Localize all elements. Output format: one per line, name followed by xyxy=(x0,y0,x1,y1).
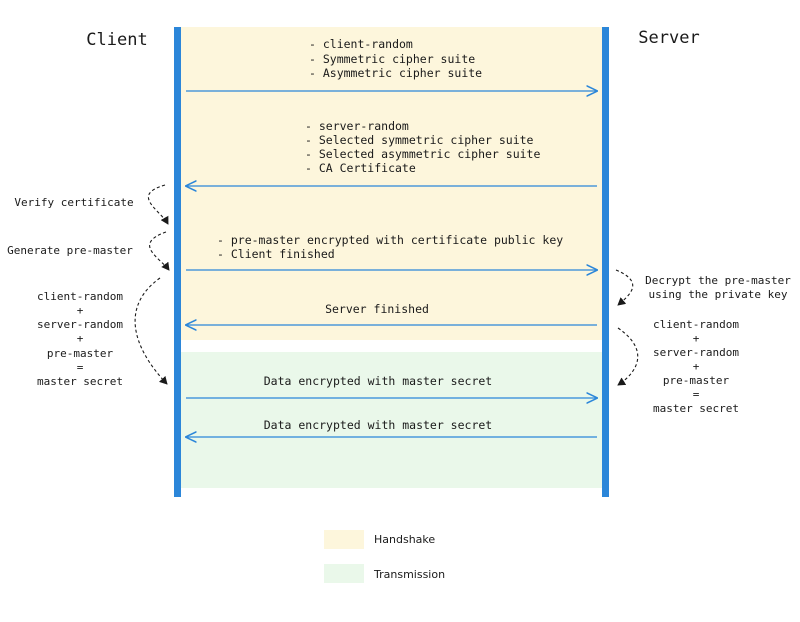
note-text: + xyxy=(77,304,84,317)
message-label: - Selected symmetric cipher suite xyxy=(305,133,534,147)
note-text: + xyxy=(77,332,84,345)
note-arrow xyxy=(149,231,170,271)
note-text: Verify certificate xyxy=(14,196,133,209)
client-lifeline xyxy=(174,27,181,497)
message-label: - server-random xyxy=(305,119,409,133)
note-text: client-random xyxy=(653,318,739,331)
message-label: Data encrypted with master secret xyxy=(264,418,492,432)
client-title: Client xyxy=(86,30,147,50)
message-client-hello: - client-random - Symmetric cipher suite… xyxy=(186,37,597,91)
legend-label-transmission: Transmission xyxy=(373,568,445,581)
note-text: client-random xyxy=(37,290,123,303)
message-client-key-exchange: - pre-master encrypted with certificate … xyxy=(186,233,597,270)
message-data-to-server: Data encrypted with master secret xyxy=(186,374,597,398)
client-note-generate-pre-master: Generate pre-master xyxy=(7,231,170,271)
message-label: Data encrypted with master secret xyxy=(264,374,492,388)
message-data-to-client: Data encrypted with master secret xyxy=(186,418,597,437)
message-label: - pre-master encrypted with certificate … xyxy=(217,233,563,247)
message-server-finished: Server finished xyxy=(186,302,597,325)
server-note-master-secret: client-random + server-random + pre-mast… xyxy=(617,318,739,415)
message-label: - Asymmetric cipher suite xyxy=(309,66,482,80)
note-arrow xyxy=(134,277,168,385)
message-label: - Selected asymmetric cipher suite xyxy=(305,147,540,161)
message-server-hello: - server-random - Selected symmetric cip… xyxy=(186,119,597,186)
note-arrow xyxy=(617,327,639,386)
note-text: + xyxy=(693,360,700,373)
note-text: master secret xyxy=(653,402,739,415)
message-label: Server finished xyxy=(325,302,429,316)
note-text: using the private key xyxy=(648,288,787,301)
server-title: Server xyxy=(638,28,699,48)
message-label: - Symmetric cipher suite xyxy=(309,52,475,66)
message-label: - CA Certificate xyxy=(305,161,416,175)
note-text: pre-master xyxy=(47,347,114,360)
transmission-region xyxy=(181,352,602,488)
legend-label-handshake: Handshake xyxy=(374,533,435,546)
legend-swatch-transmission xyxy=(324,564,364,583)
client-note-verify-certificate: Verify certificate xyxy=(14,184,169,225)
handshake-region xyxy=(181,27,602,340)
note-text: server-random xyxy=(37,318,123,331)
server-lifeline xyxy=(602,27,609,497)
note-text: master secret xyxy=(37,375,123,388)
message-label: - Client finished xyxy=(217,247,335,261)
server-note-decrypt-pre-master: Decrypt the pre-master using the private… xyxy=(615,269,791,306)
legend: Handshake Transmission xyxy=(324,530,445,583)
note-text: server-random xyxy=(653,346,739,359)
message-label: - client-random xyxy=(309,37,413,51)
note-text: Decrypt the pre-master xyxy=(645,274,791,287)
note-text: pre-master xyxy=(663,374,730,387)
note-text: Generate pre-master xyxy=(7,244,133,257)
client-note-master-secret: client-random + server-random + pre-mast… xyxy=(37,277,168,388)
note-text: + xyxy=(693,332,700,345)
note-arrow xyxy=(615,269,634,306)
note-arrow xyxy=(148,184,169,225)
legend-swatch-handshake xyxy=(324,530,364,549)
note-text: = xyxy=(77,361,84,374)
note-text: = xyxy=(693,388,700,401)
